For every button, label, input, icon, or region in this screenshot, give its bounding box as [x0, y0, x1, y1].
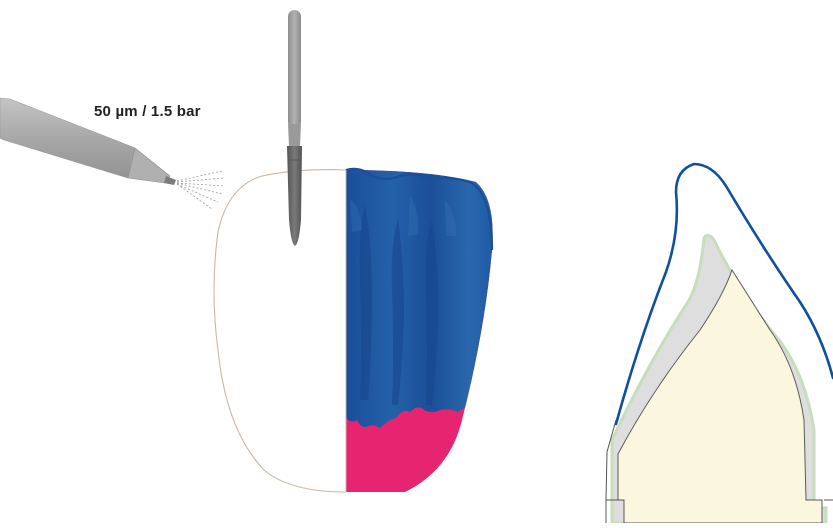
spray-cone: [177, 171, 225, 209]
stain-brush-icon: [287, 10, 302, 246]
tooth-front-view: [214, 160, 506, 500]
tooth-cross-section: [606, 164, 833, 523]
blast-parameters-label: 50 µm / 1.5 bar: [94, 103, 201, 120]
tooth-left-half: [214, 170, 346, 492]
